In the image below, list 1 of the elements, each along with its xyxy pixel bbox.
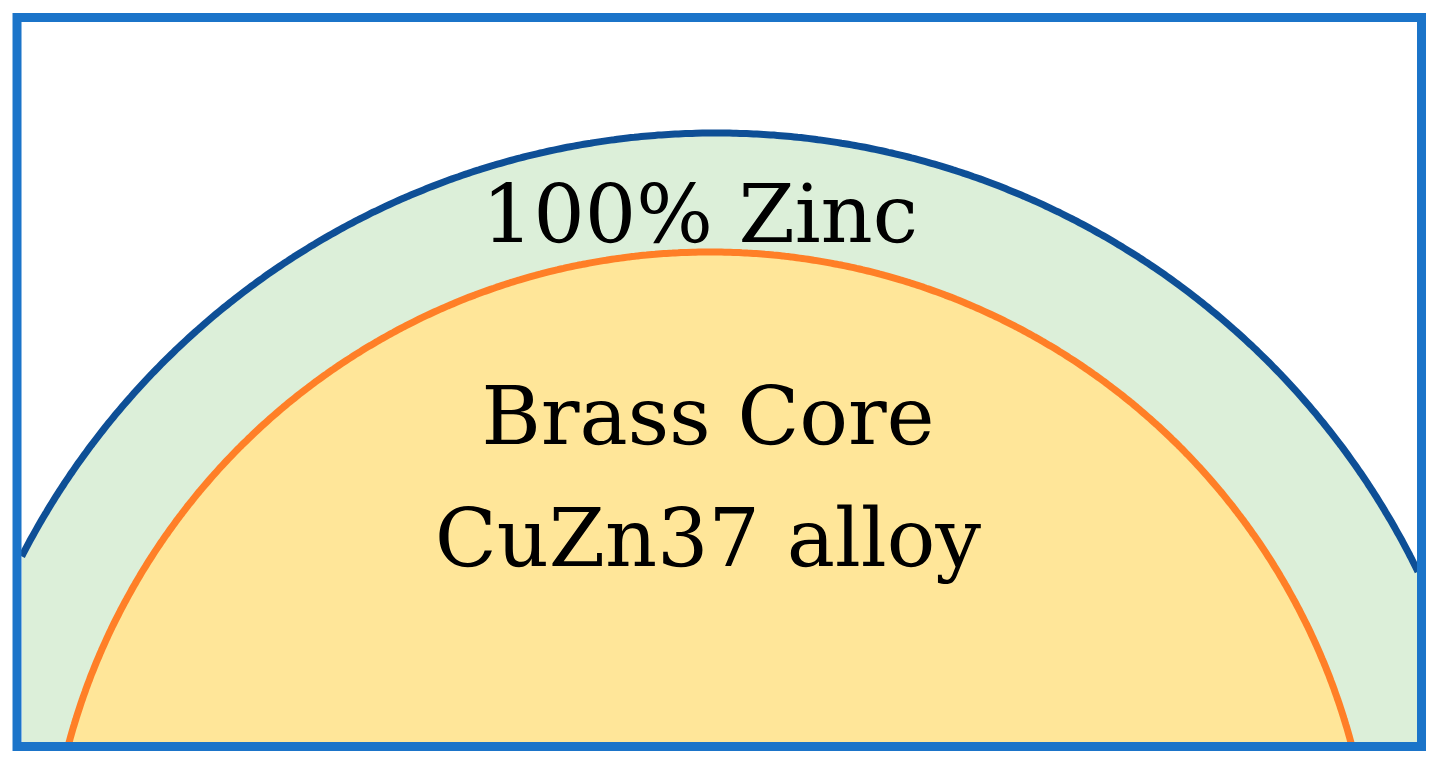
core-disc: Brass Core CuZn37 alloy [65,248,1355,746]
